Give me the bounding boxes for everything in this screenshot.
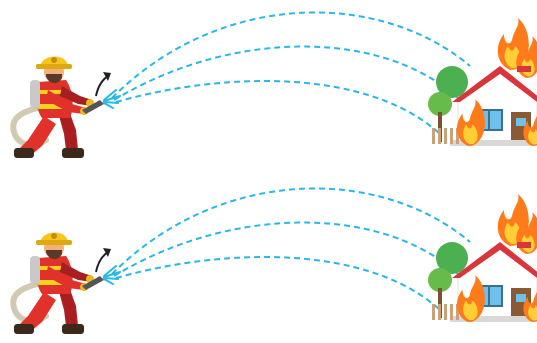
water-trajectories — [112, 188, 470, 310]
burning-house-icon — [428, 18, 537, 146]
boot — [62, 324, 84, 334]
chimney — [517, 66, 531, 72]
boot — [14, 324, 34, 334]
water-arc-low — [116, 257, 440, 310]
boot — [14, 148, 34, 158]
water-arc-high — [112, 12, 470, 98]
rotation-arrow-icon — [96, 72, 111, 96]
water-arc-high — [112, 188, 470, 274]
water-trajectories — [112, 12, 470, 134]
fence-post — [432, 128, 435, 144]
rotation-arrow-icon — [96, 248, 111, 272]
fence-post — [438, 304, 441, 320]
air-tank — [30, 256, 40, 284]
fence-post — [450, 304, 453, 320]
air-tank — [30, 80, 40, 108]
water-arc-low — [116, 81, 440, 134]
scene-top — [13, 12, 537, 158]
chimney — [517, 242, 531, 248]
burning-house-icon — [428, 194, 537, 322]
water-arc-mid — [114, 46, 458, 100]
fence-post — [438, 128, 441, 144]
fence-post — [450, 128, 453, 144]
firefighter-icon — [13, 232, 104, 334]
boot — [62, 148, 84, 158]
firefighter-icon — [13, 56, 104, 158]
scene-bottom — [13, 188, 537, 334]
water-arc-mid — [114, 222, 458, 276]
fence-post — [444, 304, 447, 320]
fence-post — [432, 304, 435, 320]
fence-post — [444, 128, 447, 144]
